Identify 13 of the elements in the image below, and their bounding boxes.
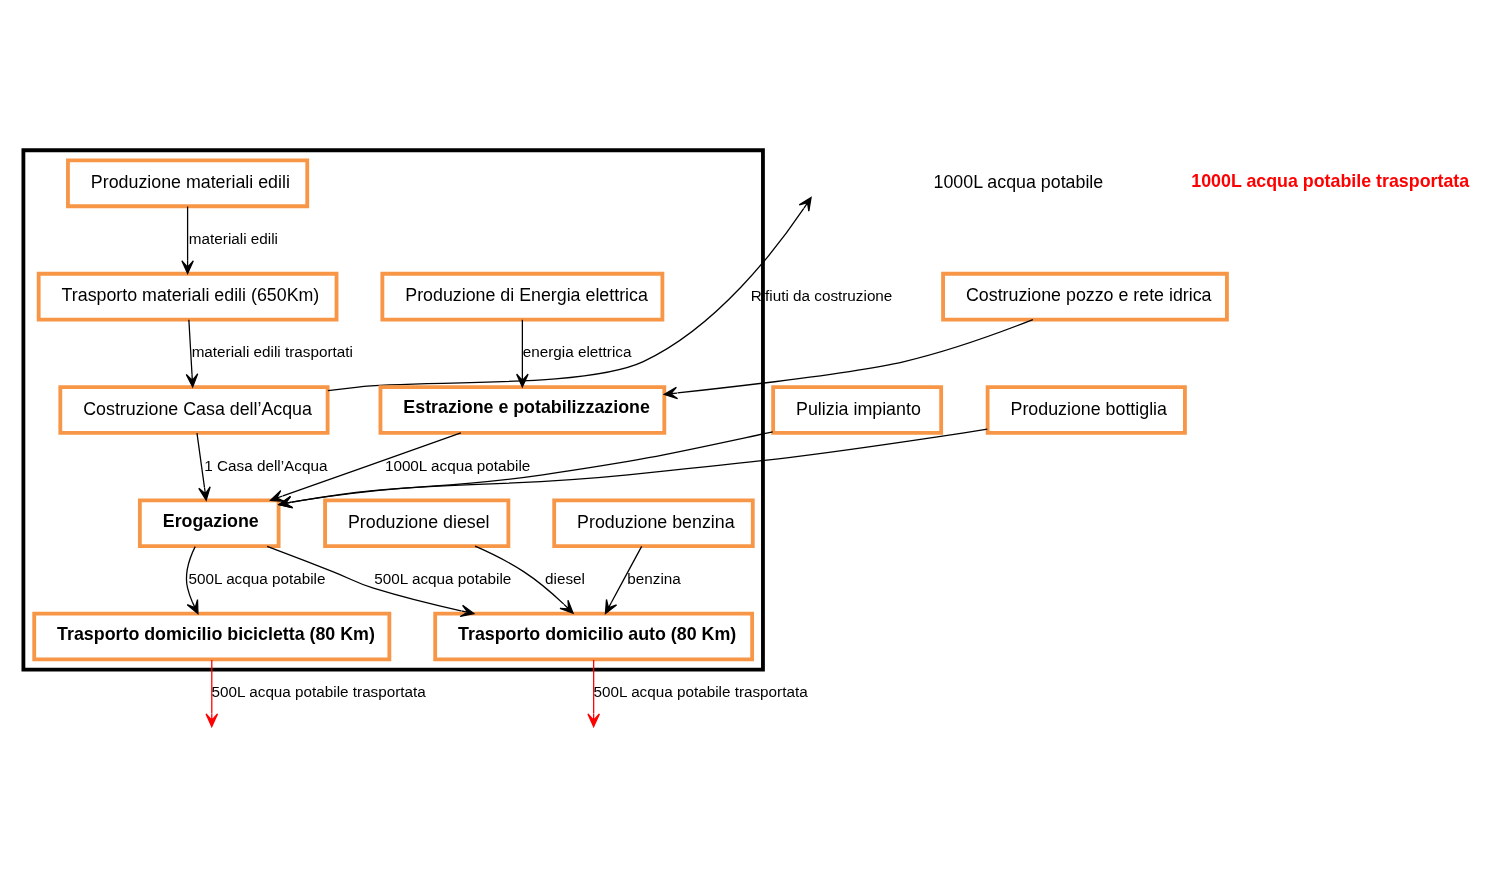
edge-label: energia elettrica (522, 343, 632, 361)
edge-label: 500L acqua potabile (188, 569, 326, 587)
edge-label: materiali edili trasportati (191, 343, 353, 361)
edge-label: benzina (627, 569, 681, 587)
edge-label: 500L acqua potabile (374, 569, 512, 587)
edge-label: diesel (545, 569, 585, 587)
label: 1000L acqua potabile (933, 172, 1104, 193)
edge-label: 1 Casa dell’Acqua (204, 456, 328, 474)
edge-label: 500L acqua potabile trasportata (593, 683, 808, 701)
edge-label: 500L acqua potabile trasportata (211, 683, 426, 701)
edge-label: 1000L acqua potabile (384, 456, 531, 474)
edge-label: materiali edili (188, 229, 278, 247)
label: 1000L acqua potabile trasportata (1191, 170, 1470, 191)
